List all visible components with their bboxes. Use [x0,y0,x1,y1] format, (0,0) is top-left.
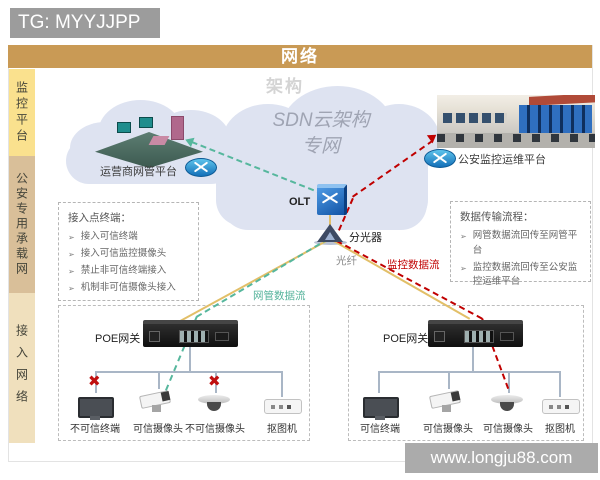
connector [158,371,160,389]
device-label: 可信摄像头 [423,424,473,435]
workstation-icon [139,117,153,128]
operator-platform-label: 运营商网管平台 [100,166,177,178]
right-access-zone [348,305,584,441]
workstation-icon [117,122,131,133]
device-label: 可信终端 [360,424,400,435]
bullet-icon: ➢ [68,284,75,294]
bullet-camera-icon [136,388,180,414]
poe-gateway-left [143,320,238,347]
dome-camera-icon [198,395,232,413]
connector [508,371,510,393]
connector [378,371,380,393]
connector [378,371,560,373]
sidebar-section-access-network: 接入网络 [9,293,35,443]
bullet-icon: ➢ [460,263,467,273]
sdn-cloud-label: SDN云架构 专网 [272,110,370,157]
bullet-icon: ➢ [68,233,75,243]
bullet-camera-icon [426,388,470,414]
router-icon [424,149,456,168]
connector [95,371,97,393]
left-access-zone [58,305,310,441]
connector [95,371,282,373]
poe-gateway-label: POE网关 [95,333,141,345]
access-terminal-info-box: 接入点终端： ➢接入可信终端 ➢接入可信监控摄像头 ➢禁止非可信终端接入 ➢机制… [58,202,199,301]
network-mgmt-flow-label: 网管数据流 [253,290,306,302]
connector [559,371,561,397]
device-label: 不可信终端 [70,424,120,435]
poe-gateway-label: POE网关 [383,333,429,345]
fiber-line-olt-splitter [329,212,333,228]
page-title: 网络 [8,45,592,68]
router-icon [185,158,217,177]
dome-camera-icon [491,395,525,413]
sidebar-section-monitoring-platform: 监控平台 [9,69,35,156]
operator-platform-illustration [95,110,203,168]
olt-switch-icon [317,184,347,215]
poe-gateway-right [428,320,523,347]
device-label: 抠图机 [545,424,575,435]
monitoring-flow-label: 监控数据流 [387,259,440,271]
title-watermark: 架构 [266,77,304,96]
connector [215,371,217,393]
blocked-x-icon: ✖ [208,373,221,390]
connector [281,371,283,397]
watermark-label: www.longju88.com [405,443,598,473]
fiber-label: 光纤 [336,255,357,267]
splitter-highlight [325,232,335,240]
server-icon [171,116,184,140]
capture-box-icon [264,399,302,414]
device-label: 抠图机 [267,424,297,435]
sidebar-section-bearer-network: 公安专用承载网 [9,156,35,293]
data-flow-info-box: 数据传输流程： ➢网管数据流回传至网管平台 ➢监控数据流回传至公安监控运维平台 [450,201,591,287]
connector [189,346,191,371]
police-monitoring-room-photo [437,95,595,148]
splitter-label: 分光器 [349,232,382,244]
info-box-title: 接入点终端： [68,212,131,224]
police-platform-label: 公安监控运维平台 [458,154,546,166]
connector [472,346,474,371]
info-box-title: 数据传输流程： [460,211,534,223]
device-label: 可信摄像头 [133,424,183,435]
connector [448,371,450,389]
capture-box-icon [542,399,580,414]
blocked-x-icon: ✖ [88,373,101,390]
device-label: 可信摄像头 [483,424,533,435]
bullet-icon: ➢ [68,250,75,260]
bullet-icon: ➢ [460,232,467,242]
tag-label: TG: MYYJJPP [10,8,160,38]
bullet-icon: ➢ [68,267,75,277]
splitter-base [314,240,347,245]
terminal-icon [78,397,114,420]
olt-label: OLT [289,196,311,208]
device-label: 不可信摄像头 [185,424,245,435]
terminal-icon [363,397,399,420]
